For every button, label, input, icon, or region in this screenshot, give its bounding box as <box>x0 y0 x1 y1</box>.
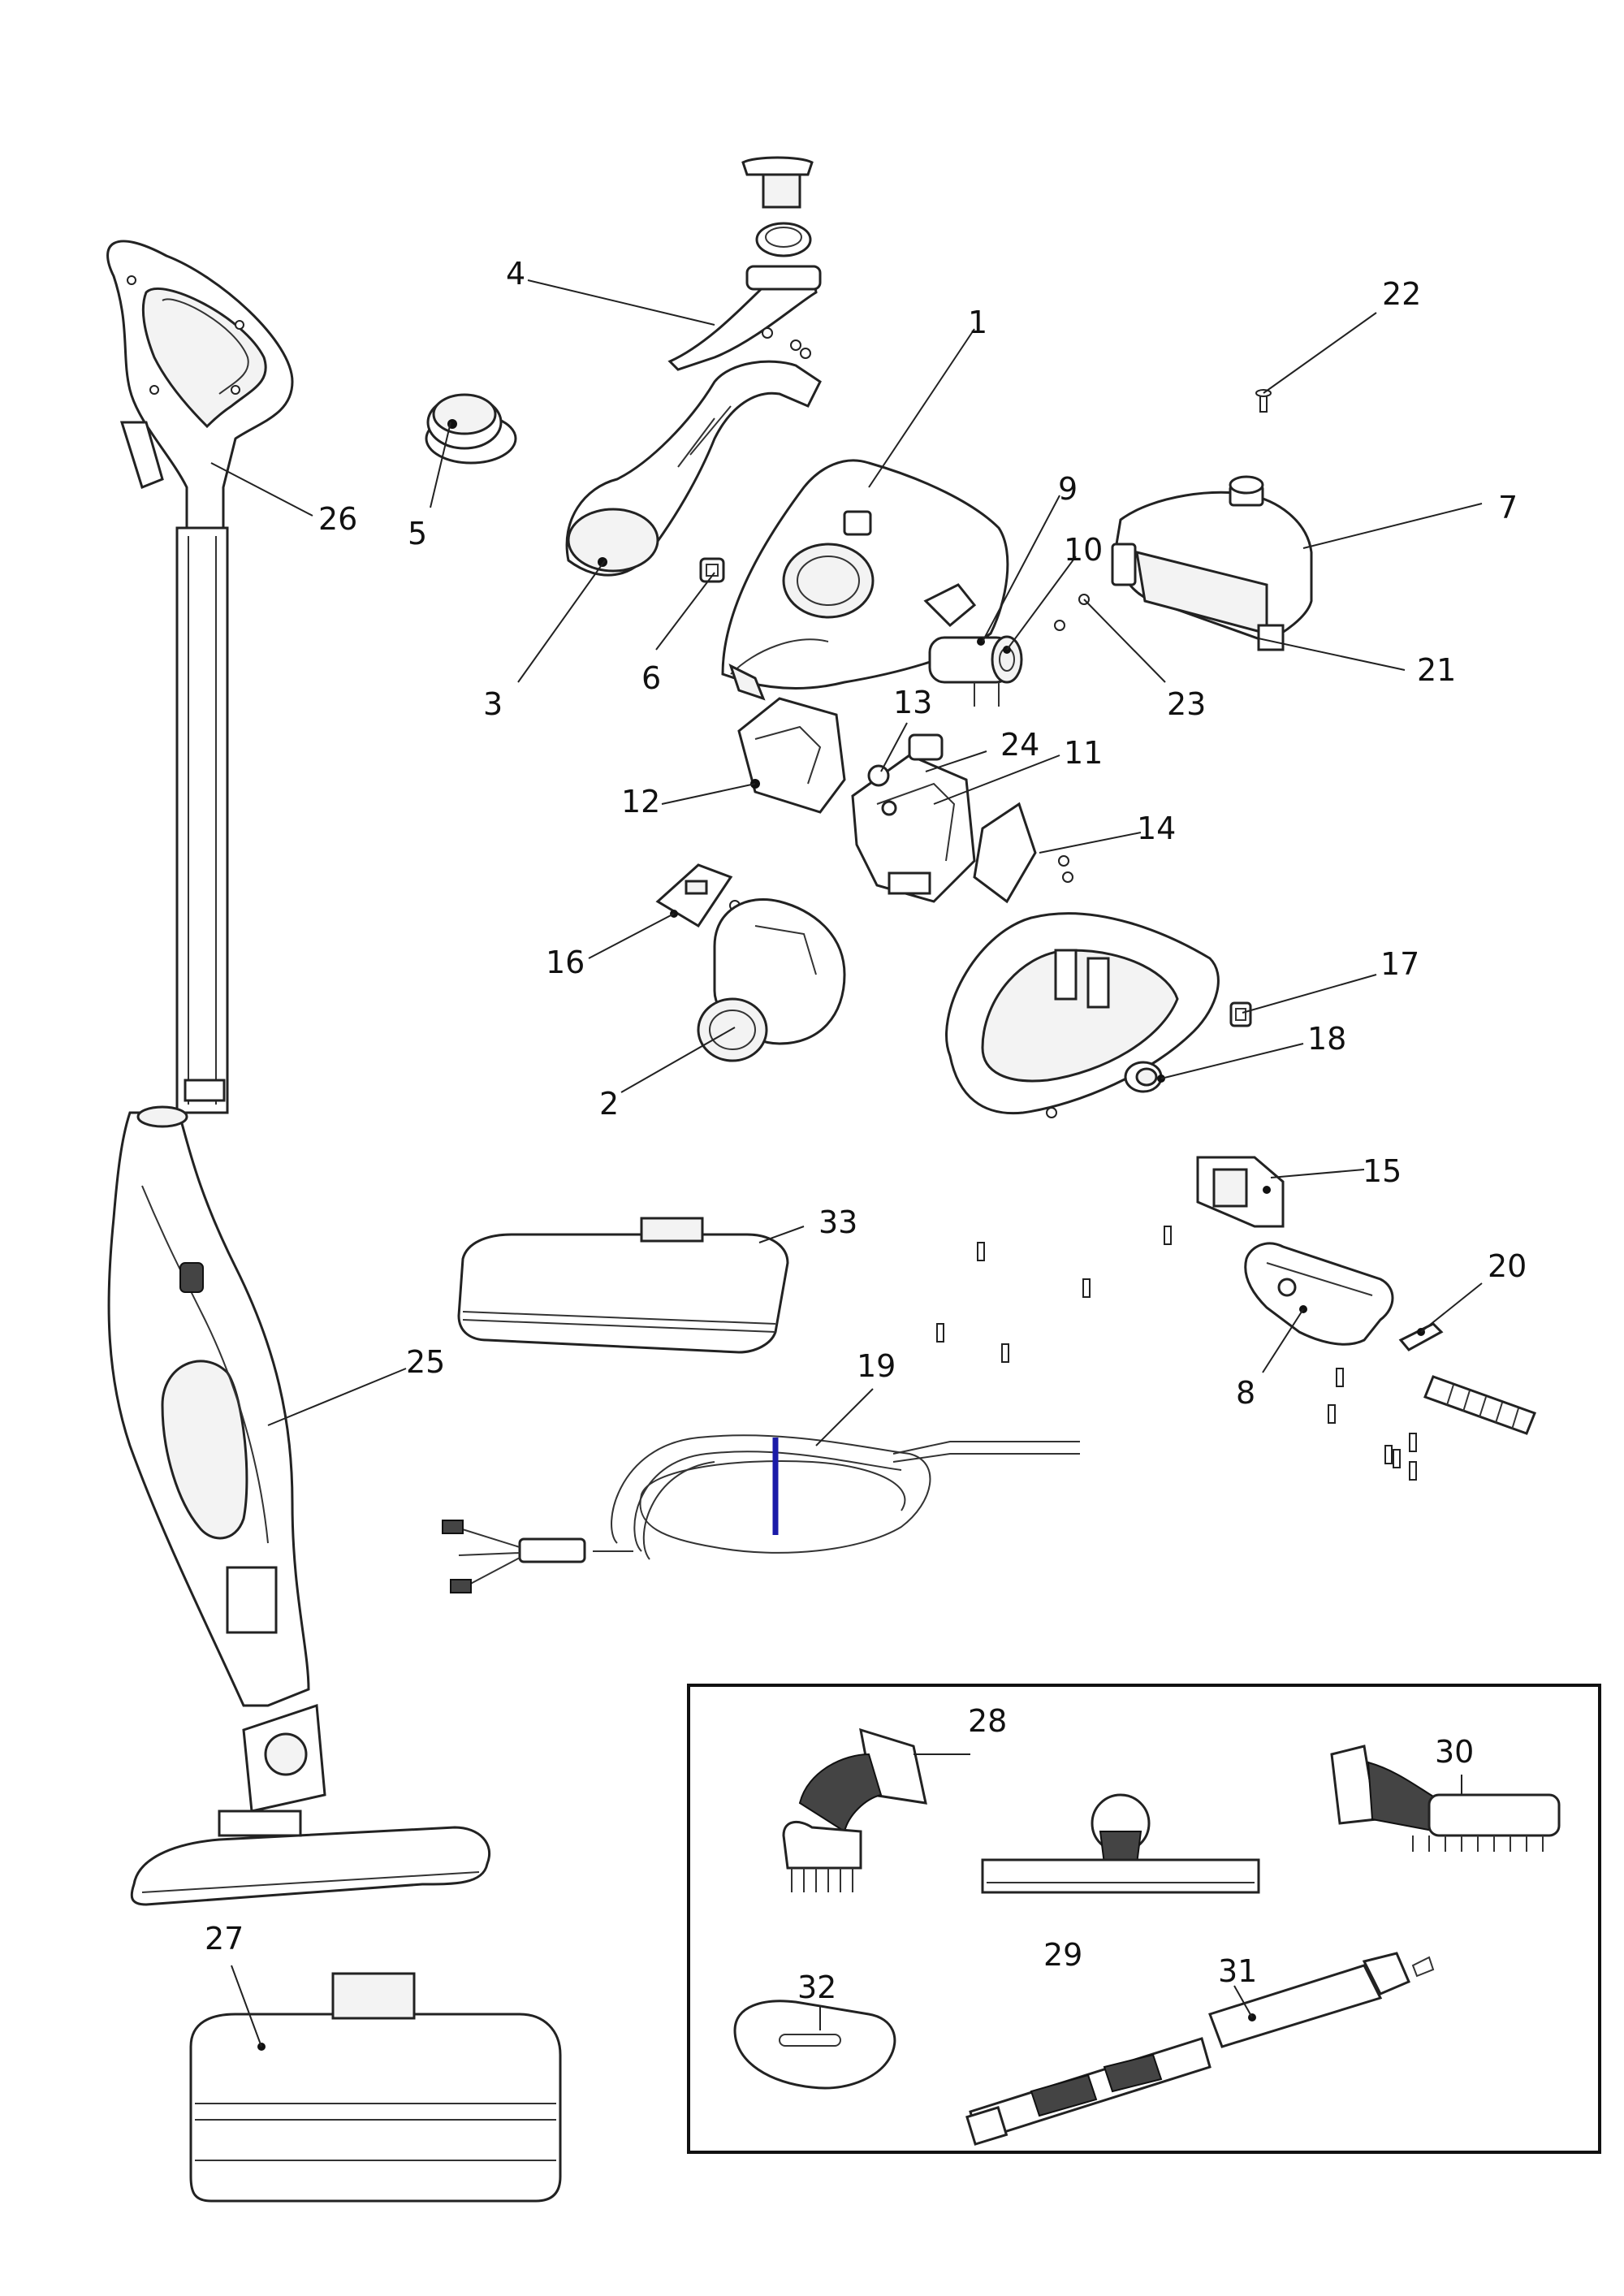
callout-15: 15 <box>1363 1153 1402 1189</box>
part-water-tank <box>1054 475 1313 651</box>
callout-2: 2 <box>599 1086 619 1122</box>
part-switch <box>1229 1001 1252 1027</box>
part-handle-cover <box>565 360 822 577</box>
part-lower-body <box>107 1105 491 1906</box>
callout-14: 14 <box>1137 811 1176 846</box>
part-knob <box>425 393 517 465</box>
screw-set <box>936 1226 1417 1481</box>
part-upper-handle <box>106 240 294 1114</box>
callout-16: 16 <box>546 945 585 980</box>
callout-17: 17 <box>1380 946 1419 982</box>
callout-18: 18 <box>1307 1021 1346 1057</box>
callout-30: 30 <box>1435 1734 1474 1770</box>
callout-24: 24 <box>1000 727 1039 763</box>
part-lower-housing <box>945 912 1220 1118</box>
callout-19: 19 <box>857 1348 896 1384</box>
part-side-bracket <box>737 697 846 814</box>
callout-10: 10 <box>1064 532 1103 568</box>
callout-26: 26 <box>318 501 357 537</box>
part-mop-pad <box>457 1217 789 1354</box>
part-valve-block <box>851 733 976 903</box>
accessory-box-frame <box>687 1684 1601 2154</box>
part-screw-22 <box>1255 389 1272 413</box>
part-cord-clip-bracket <box>1196 1156 1285 1228</box>
part-curved-brush <box>782 1727 927 1892</box>
callout-6: 6 <box>641 660 661 696</box>
callout-1: 1 <box>968 305 987 340</box>
callout-9: 9 <box>1058 471 1078 507</box>
part-flat-brush <box>1330 1745 1561 1852</box>
callout-7: 7 <box>1498 490 1518 525</box>
callout-22: 22 <box>1382 276 1421 312</box>
part-cloth <box>733 2000 896 2090</box>
part-pcb <box>655 863 741 928</box>
part-pump <box>923 583 1023 707</box>
callout-23: 23 <box>1167 686 1206 722</box>
part-main-housing <box>721 459 1009 701</box>
callout-29: 29 <box>1043 1937 1082 1973</box>
callout-33: 33 <box>818 1204 857 1240</box>
part-strain-relief <box>1398 1322 1536 1435</box>
part-accessory-bin <box>189 1972 562 2203</box>
part-top-grip <box>667 156 822 371</box>
callout-28: 28 <box>968 1703 1007 1739</box>
callout-4: 4 <box>506 256 525 292</box>
part-squeegee <box>981 1793 1260 1894</box>
callout-25: 25 <box>406 1344 445 1380</box>
callout-5: 5 <box>408 516 427 551</box>
part-small-clip <box>699 557 725 583</box>
callout-13: 13 <box>893 685 932 720</box>
callout-12: 12 <box>621 784 660 819</box>
callout-8: 8 <box>1236 1375 1255 1411</box>
callout-27: 27 <box>205 1921 244 1957</box>
part-power-cord <box>442 1434 1080 1593</box>
callout-11: 11 <box>1064 735 1103 771</box>
callout-20: 20 <box>1488 1248 1527 1284</box>
leader-lines <box>210 279 1483 2047</box>
part-bracket-plate <box>973 802 1073 904</box>
part-nozzle <box>965 1952 1435 2146</box>
part-indicator-lamp <box>1124 1061 1165 1093</box>
callout-31: 31 <box>1218 1953 1257 1989</box>
part-base-cover <box>1244 1242 1394 1346</box>
part-boiler-housing <box>697 897 846 1062</box>
callout-32: 32 <box>797 1970 836 2005</box>
callout-labels: 1 2 3 4 5 6 7 8 9 10 11 12 13 14 15 16 1… <box>205 256 1527 2005</box>
callout-21: 21 <box>1417 652 1456 688</box>
callout-3: 3 <box>483 686 503 722</box>
